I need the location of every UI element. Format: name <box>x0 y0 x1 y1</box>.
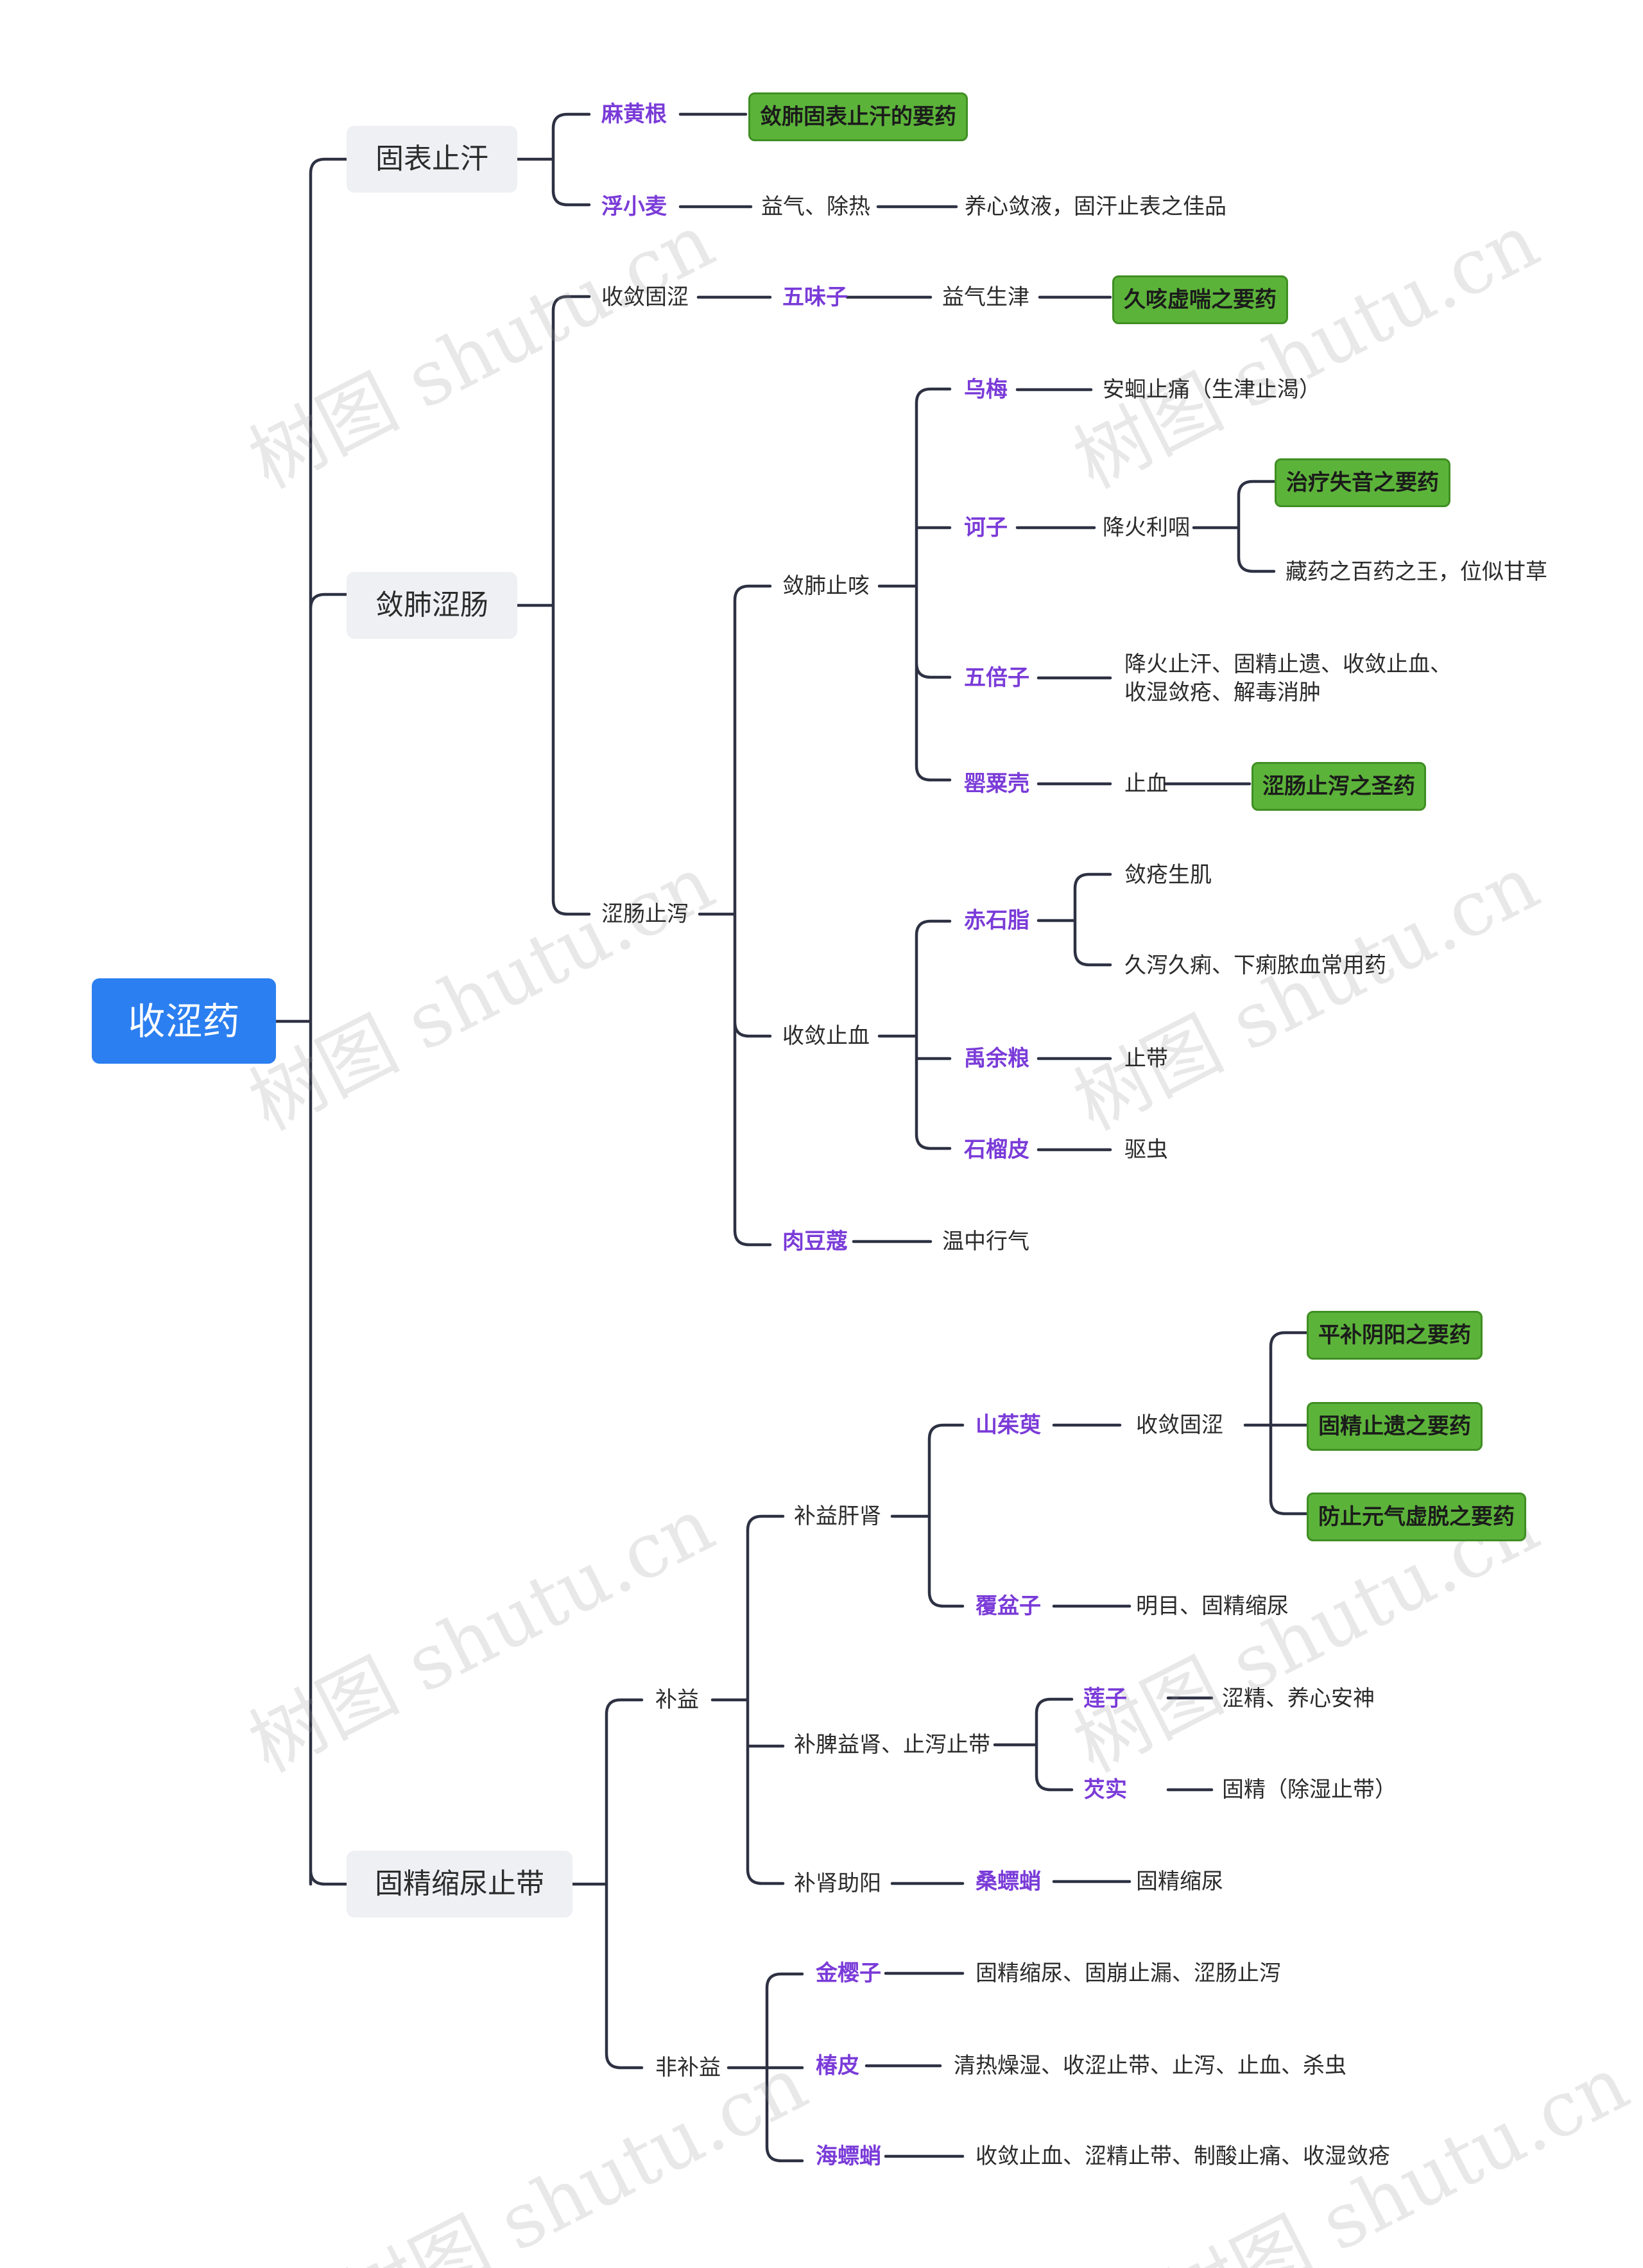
herb-qianshi[interactable]: 芡实 <box>1083 1777 1127 1803</box>
category-gubiao-zhihan[interactable]: 固表止汗 <box>347 126 517 193</box>
key-point-wuweizi[interactable]: 久咳虚喘之要药 <box>1112 275 1288 324</box>
note-yuyuliang-1: 止带 <box>1124 1046 1168 1071</box>
herb-wumei[interactable]: 乌梅 <box>964 377 1008 403</box>
sub-shoulian-zhixue[interactable]: 收敛止血 <box>782 1023 870 1049</box>
herb-haipiaoxiao[interactable]: 海螵蛸 <box>816 2143 881 2169</box>
herb-yingsuke[interactable]: 罂粟壳 <box>964 771 1029 797</box>
key-point-shanzhuyu-3[interactable]: 防止元气虚脱之要药 <box>1307 1493 1526 1541</box>
sub-feibuyi[interactable]: 非补益 <box>655 2055 721 2081</box>
herb-shanzhuyu[interactable]: 山茱萸 <box>976 1412 1041 1438</box>
key-point-shanzhuyu-2[interactable]: 固精止遗之要药 <box>1307 1402 1483 1451</box>
herb-shiliupi[interactable]: 石榴皮 <box>964 1137 1029 1163</box>
herb-jinyingzi[interactable]: 金樱子 <box>816 1961 881 1986</box>
note-sangpiaoxiao-1: 固精缩尿 <box>1136 1869 1223 1894</box>
sub-sechang-zhixie[interactable]: 涩肠止泻 <box>601 901 689 927</box>
key-point-hezi[interactable]: 治疗失音之要药 <box>1275 458 1450 507</box>
herb-chishizhi[interactable]: 赤石脂 <box>964 908 1029 933</box>
herb-lianzi[interactable]: 莲子 <box>1083 1686 1127 1711</box>
note-wubeizi-2: 收湿敛疮、解毒消肿 <box>1124 680 1321 706</box>
note-haipiaoxiao-1: 收敛止血、涩精止带、制酸止痛、收湿敛疮 <box>976 2143 1390 2169</box>
herb-wuweizi[interactable]: 五味子 <box>782 284 848 310</box>
note-wumei-1: 安蛔止痛（生津止渴） <box>1103 377 1321 403</box>
sub-bushen-zhuyang[interactable]: 补肾助阳 <box>794 1871 881 1896</box>
key-point-mahuanggen[interactable]: 敛肺固表止汗的要药 <box>748 92 968 141</box>
herb-wubeizi[interactable]: 五倍子 <box>964 665 1029 691</box>
note-qianshi-1: 固精（除湿止带） <box>1222 1777 1397 1803</box>
herb-mahuanggen[interactable]: 麻黄根 <box>601 101 667 127</box>
note-wubeizi-1: 降火止汗、固精止遗、收敛止血、 <box>1124 652 1452 677</box>
category-lianfei-sechang[interactable]: 敛肺涩肠 <box>347 572 517 639</box>
note-shanzhuyu-1: 收敛固涩 <box>1136 1412 1223 1438</box>
note-yingsuke-1: 止血 <box>1124 771 1168 797</box>
herb-yuyuliang[interactable]: 禹余粮 <box>964 1046 1029 1071</box>
note-wuweizi-1: 益气生津 <box>942 284 1029 310</box>
sub-buyi[interactable]: 补益 <box>655 1687 699 1713</box>
note-hezi-1: 降火利咽 <box>1103 515 1190 541</box>
note-roudoukou-1: 温中行气 <box>942 1229 1029 1254</box>
sub-lianfei-zhike[interactable]: 敛肺止咳 <box>782 573 870 599</box>
sub-shoulian-gu[interactable]: 收敛固涩 <box>601 284 689 310</box>
note-chishizhi-2: 久泻久痢、下痢脓血常用药 <box>1124 953 1386 978</box>
note-fuxiaomai-1: 益气、除热 <box>761 194 870 220</box>
note-fupenzi-1: 明目、固精缩尿 <box>1136 1593 1289 1619</box>
key-point-shanzhuyu-1[interactable]: 平补阴阳之要药 <box>1307 1311 1483 1360</box>
herb-roudoukou[interactable]: 肉豆蔻 <box>782 1229 848 1254</box>
herb-fupenzi[interactable]: 覆盆子 <box>976 1593 1041 1619</box>
herb-sangpiaoxiao[interactable]: 桑螵蛸 <box>976 1869 1041 1894</box>
category-gujing-suoniao-zhidai[interactable]: 固精缩尿止带 <box>347 1851 572 1917</box>
herb-hezi[interactable]: 诃子 <box>964 515 1008 541</box>
root-node[interactable]: 收涩药 <box>92 978 276 1064</box>
sub-buyi-ganshen[interactable]: 补益肝肾 <box>794 1503 881 1529</box>
sub-bupi-yishen[interactable]: 补脾益肾、止泻止带 <box>794 1732 990 1758</box>
note-chunpi-1: 清热燥湿、收涩止带、止泻、止血、杀虫 <box>954 2053 1346 2079</box>
note-shiliupi-1: 驱虫 <box>1124 1137 1168 1163</box>
note-lianzi-1: 涩精、养心安神 <box>1222 1686 1375 1711</box>
herb-chunpi[interactable]: 椿皮 <box>816 2053 859 2079</box>
note-chishizhi-1: 敛疮生肌 <box>1124 862 1212 888</box>
note-jinyingzi-1: 固精缩尿、固崩止漏、涩肠止泻 <box>976 1961 1281 1986</box>
key-point-yingsuke[interactable]: 涩肠止泻之圣药 <box>1252 762 1426 811</box>
herb-fuxiaomai[interactable]: 浮小麦 <box>601 194 667 220</box>
note-fuxiaomai-2: 养心敛液，固汗止表之佳品 <box>965 194 1226 220</box>
note-hezi-2: 藏药之百药之王，位似甘草 <box>1286 559 1547 585</box>
